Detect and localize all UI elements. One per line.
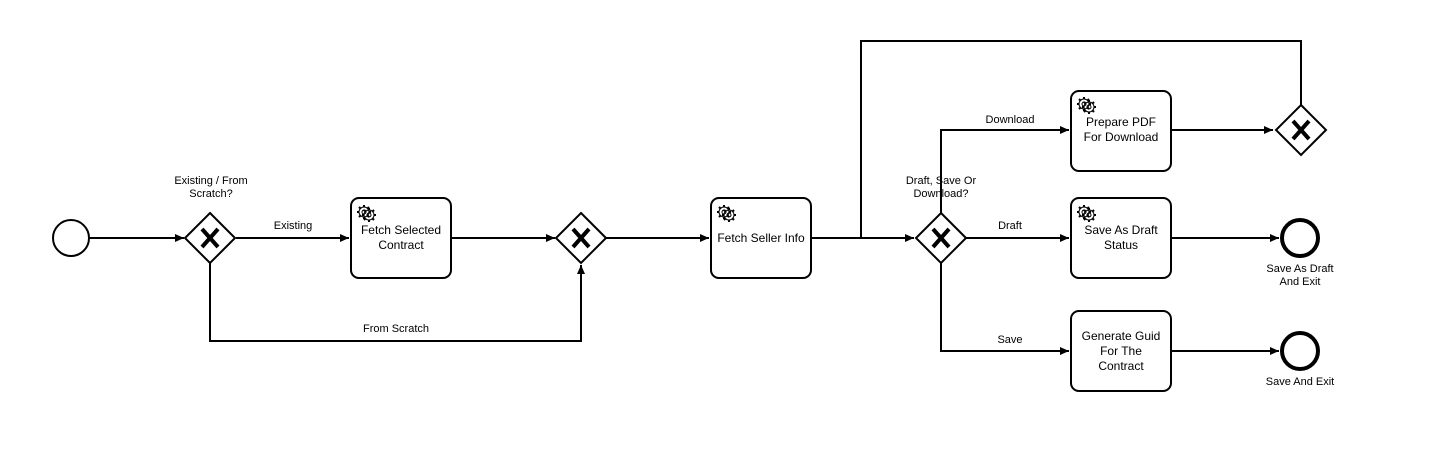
flow-loop-back[interactable] xyxy=(860,40,1302,238)
task-generate-guid[interactable] xyxy=(1070,310,1172,392)
task-label-save-as-draft-status: Save As Draft Status xyxy=(1084,223,1158,252)
end-event-save-and-exit[interactable] xyxy=(1280,331,1320,371)
gateway-label-existing-or-scratch: Existing / From Scratch? xyxy=(174,175,248,200)
exclusive-x-icon xyxy=(931,227,951,249)
task-fetch-selected-contract[interactable] xyxy=(350,197,452,279)
exclusive-x-icon xyxy=(571,227,591,249)
gateway-draft-save-download[interactable] xyxy=(914,211,968,265)
gateway-download-merge[interactable] xyxy=(1274,103,1328,157)
flow-from-scratch[interactable] xyxy=(209,263,585,342)
task-label-prepare-pdf: Prepare PDF For Download xyxy=(1083,115,1159,144)
flow-save[interactable] xyxy=(940,263,1069,355)
exclusive-x-icon xyxy=(200,227,220,249)
end-event-label-save-as-draft: Save As Draft And Exit xyxy=(1266,263,1334,288)
task-label-fetch-seller-info: Fetch Seller Info xyxy=(717,230,805,245)
task-label-fetch-selected-contract: Fetch Selected Contract xyxy=(360,223,442,252)
task-label-generate-guid: Generate Guid For The Contract xyxy=(1081,328,1161,373)
flow-download[interactable] xyxy=(940,126,1069,214)
task-fetch-seller-info[interactable] xyxy=(710,197,812,279)
gateway-merge[interactable] xyxy=(554,211,608,265)
flow-label-save: Save xyxy=(997,334,1023,346)
flow-label-draft: Draft xyxy=(998,220,1022,232)
exclusive-x-icon xyxy=(1291,119,1311,141)
flow-label-existing: Existing xyxy=(273,220,313,232)
task-save-as-draft-status[interactable] xyxy=(1070,197,1172,279)
end-event-save-as-draft[interactable] xyxy=(1280,218,1320,258)
gateway-label-draft-save-download: Draft, Save Or Download? xyxy=(905,175,977,200)
flow-label-from-scratch: From Scratch xyxy=(362,323,429,335)
task-prepare-pdf[interactable] xyxy=(1070,90,1172,172)
start-event[interactable] xyxy=(52,219,90,257)
flow-label-download: Download xyxy=(985,114,1035,126)
end-event-label-save-and-exit: Save And Exit xyxy=(1265,376,1335,388)
gateway-existing-or-scratch[interactable] xyxy=(183,211,237,265)
